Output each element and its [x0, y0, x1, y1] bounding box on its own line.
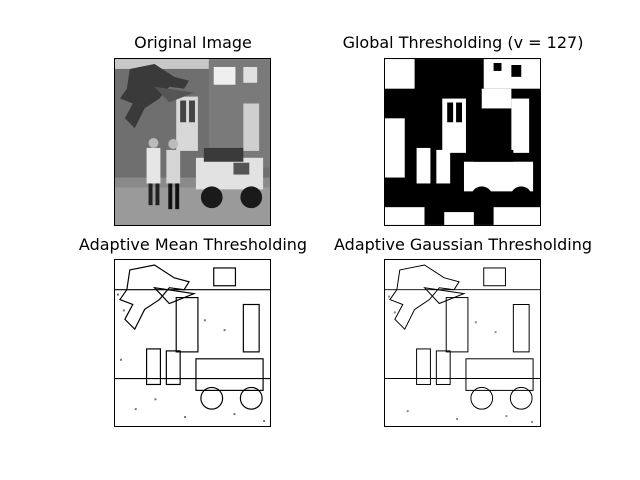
adaptive-mean-panel [114, 259, 271, 427]
original-image [115, 59, 270, 225]
global-threshold-panel [384, 58, 541, 226]
adaptive-gaussian-panel [384, 259, 541, 427]
global-threshold-image [385, 59, 540, 225]
panel-title-original: Original Image [134, 33, 252, 52]
panel-title-global-threshold: Global Thresholding (v = 127) [342, 33, 584, 52]
original-image-panel [114, 58, 271, 226]
adaptive-gaussian-image [385, 260, 540, 426]
panel-title-adaptive-mean: Adaptive Mean Thresholding [78, 235, 308, 254]
panel-title-adaptive-gaussian: Adaptive Gaussian Thresholding [334, 235, 592, 254]
adaptive-mean-image [115, 260, 270, 426]
